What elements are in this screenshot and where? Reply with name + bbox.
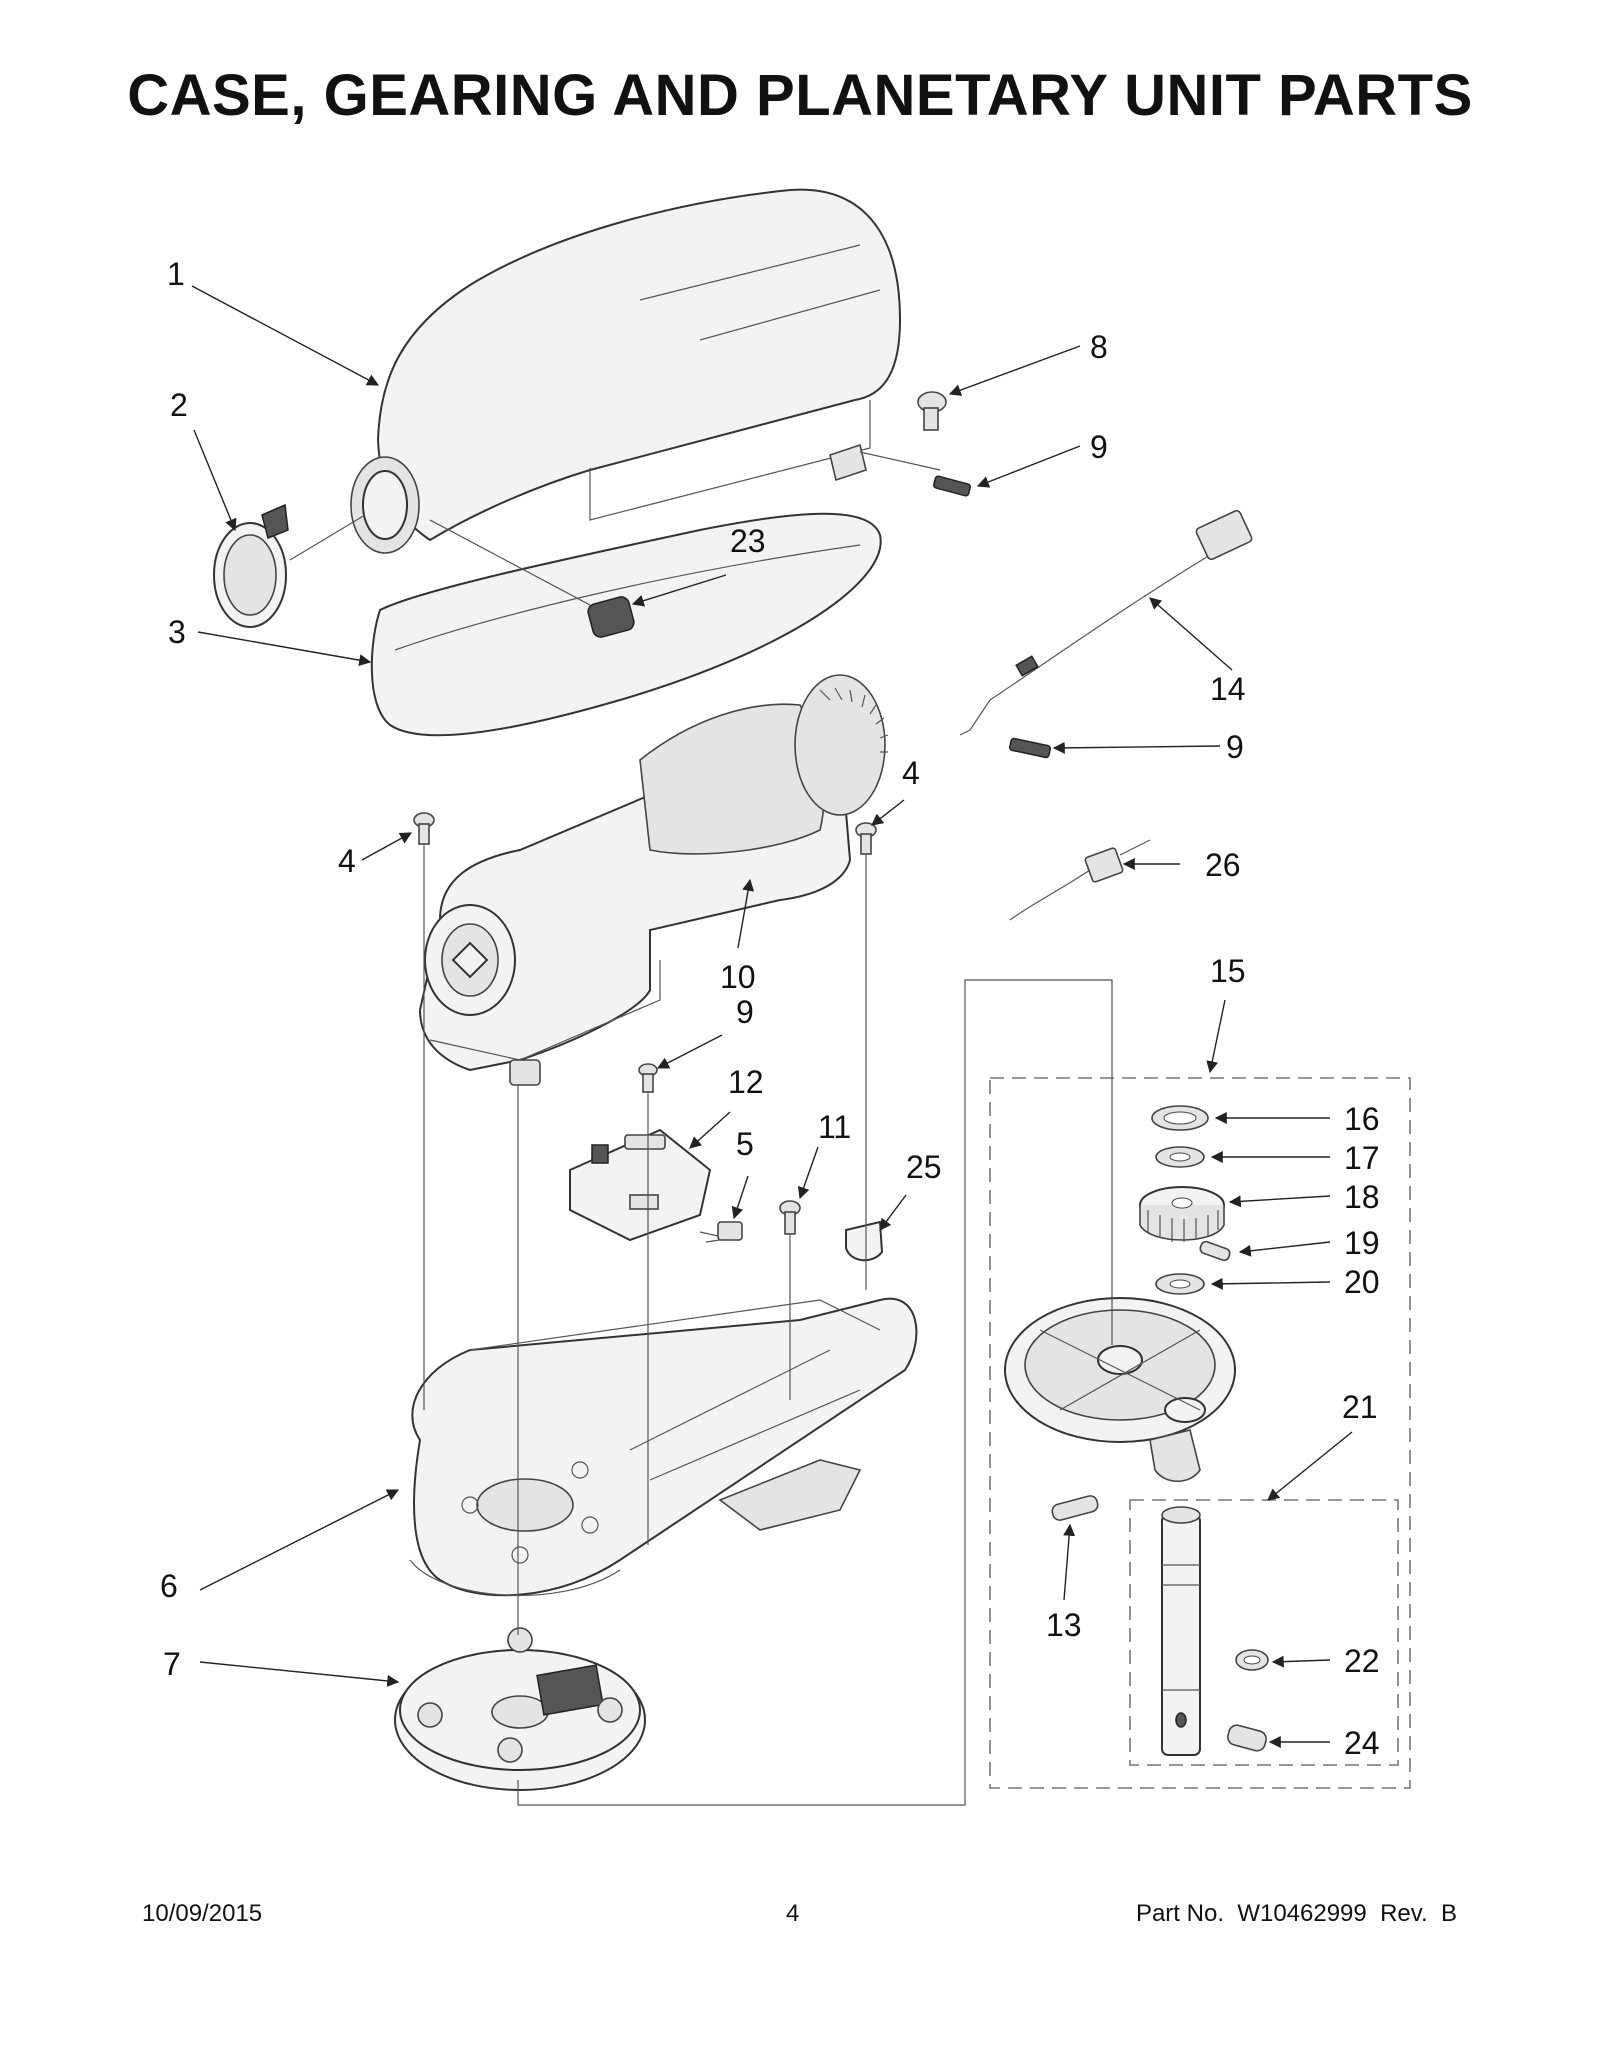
callout-9-top: 9 — [1090, 429, 1108, 465]
leader-arrows — [191, 285, 1353, 1748]
callout-17: 17 — [1344, 1140, 1380, 1176]
page-title: CASE, GEARING AND PLANETARY UNIT PARTS — [127, 63, 1473, 128]
part-ring-gear — [394, 1627, 646, 1791]
callout-4-right: 4 — [902, 755, 920, 791]
part-screw-9-top — [932, 475, 972, 497]
callout-19: 19 — [1344, 1225, 1380, 1261]
part-wire-harness — [1009, 839, 1151, 921]
part-washer-20 — [1155, 1273, 1205, 1295]
planetary-group-box — [989, 1077, 1411, 1789]
part-bracket — [829, 443, 941, 482]
callout-6: 6 — [160, 1568, 178, 1604]
part-knob — [429, 519, 635, 638]
callout-labels: 1 2 3 4 4 5 6 7 8 9 9 9 10 11 12 13 14 1… — [160, 256, 1380, 1761]
part-washer-17 — [1155, 1146, 1205, 1168]
part-screw-8 — [917, 391, 947, 431]
part-power-cord — [959, 509, 1253, 736]
callout-12: 12 — [728, 1064, 764, 1100]
callout-26: 26 — [1205, 847, 1241, 883]
callout-2: 2 — [170, 387, 188, 423]
callout-7: 7 — [163, 1646, 181, 1682]
part-motor-gear-case — [418, 674, 889, 1086]
part-screw-9-mid — [1008, 737, 1052, 759]
part-screw-4-right — [855, 822, 877, 855]
part-shaft-21 — [1161, 1506, 1201, 1756]
footer-date: 10/09/2015 — [142, 1900, 263, 1927]
part-retaining-ring-16 — [1151, 1105, 1209, 1131]
callout-1: 1 — [167, 256, 185, 292]
callout-24: 24 — [1344, 1725, 1380, 1761]
callout-3: 3 — [168, 614, 186, 650]
assembly-alignment-lines — [423, 845, 1113, 1806]
part-screw-4-left — [413, 812, 435, 845]
part-pin-19 — [1199, 1240, 1231, 1262]
callout-8: 8 — [1090, 329, 1108, 365]
callout-4-left: 4 — [338, 843, 356, 879]
callout-25: 25 — [906, 1149, 942, 1185]
part-retaining-ring-22 — [1235, 1649, 1269, 1671]
callout-22: 22 — [1344, 1643, 1380, 1679]
callout-9-low: 9 — [736, 994, 754, 1030]
callout-23: 23 — [730, 523, 766, 559]
part-screw-9-low — [638, 1063, 658, 1093]
part-pin-24 — [1227, 1724, 1267, 1752]
part-switch — [699, 1221, 743, 1243]
callout-11: 11 — [818, 1109, 851, 1145]
callout-15: 15 — [1210, 953, 1246, 989]
callout-9-mid: 9 — [1226, 729, 1244, 765]
callout-16: 16 — [1344, 1101, 1380, 1137]
footer-part-number: Part No. W10462999 Rev. B — [1135, 1900, 1457, 1927]
part-base-pedestal — [409, 1297, 918, 1597]
callout-13: 13 — [1046, 1607, 1082, 1643]
part-control-board — [569, 1128, 712, 1242]
part-gear-18 — [1139, 1186, 1225, 1242]
part-planetary-carrier — [1004, 1297, 1236, 1483]
part-front-cap — [213, 503, 366, 628]
part-screw-11 — [779, 1200, 801, 1235]
callout-20: 20 — [1344, 1264, 1380, 1300]
callout-18: 18 — [1344, 1179, 1380, 1215]
callout-10: 10 — [720, 959, 756, 995]
callout-21: 21 — [1342, 1389, 1378, 1425]
shaft-group-box — [1129, 1499, 1399, 1766]
part-hinge-cap — [845, 1220, 884, 1262]
callout-14: 14 — [1210, 671, 1246, 707]
callout-5: 5 — [736, 1126, 754, 1162]
part-pin-13 — [1051, 1495, 1099, 1521]
footer-page-number: 4 — [786, 1900, 800, 1927]
part-case-housing — [350, 188, 902, 554]
